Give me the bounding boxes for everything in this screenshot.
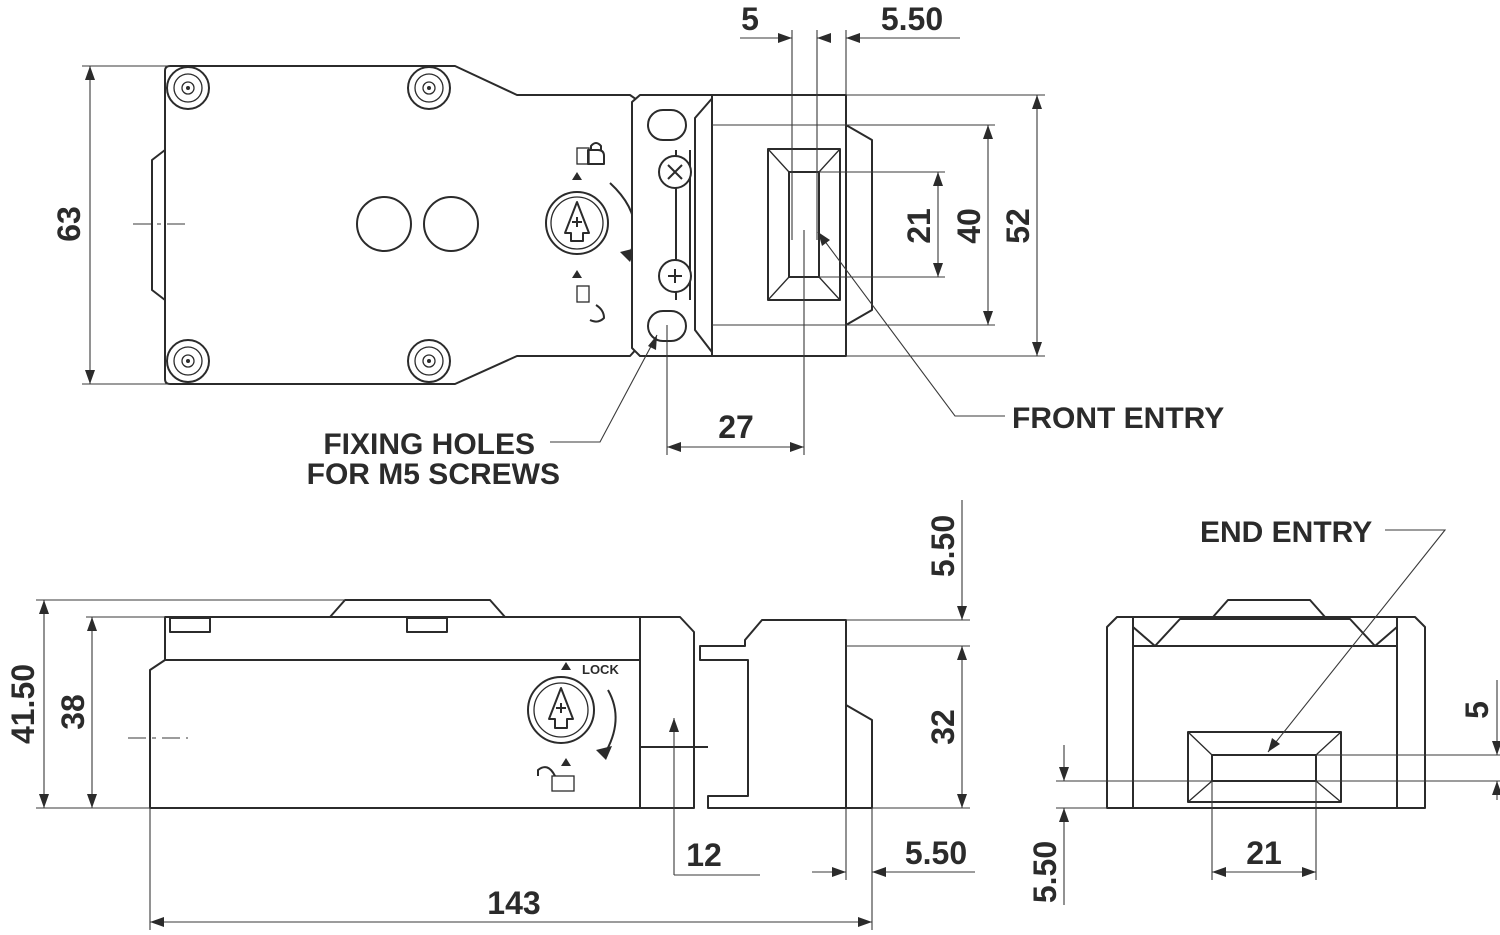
corner-screw-icon [407,339,451,383]
dim-41-50: 41.50 [5,664,41,744]
dim-32: 32 [925,709,961,745]
indicator-window [356,196,412,252]
corner-screw-icon [166,66,210,110]
dim-63: 63 [51,206,87,242]
side-notch [406,617,448,633]
top-left-bump [151,149,166,301]
head-side-lip [845,124,873,326]
dim-40: 40 [951,208,987,244]
side-head [699,619,847,809]
front-entry-label: FRONT ENTRY [1012,402,1224,435]
dim-21-end: 21 [1246,835,1282,871]
dim-12: 12 [686,837,722,873]
dim-38: 38 [55,694,91,730]
indicator-window [423,196,479,252]
dim-5-50-side-right: 5.50 [905,835,967,871]
lock-label: LOCK [582,662,619,677]
side-head-lip [845,704,873,809]
side-top-cap [329,599,506,618]
dim-5: 5 [741,1,759,37]
dim-143: 143 [487,885,540,921]
dim-5-end: 5 [1459,701,1495,719]
end-top-cap [1212,599,1326,618]
dim-5-50-side-top: 5.50 [925,515,961,577]
dim-5-50-end: 5.50 [1027,841,1063,903]
corner-screw-icon [166,339,210,383]
dim-5-50-top: 5.50 [881,1,943,37]
top-view: 63 5 5.50 21 40 52 27 FRONT ENTRY FIXING… [51,1,1224,491]
fixing-holes-label-line2: FOR M5 SCREWS [307,458,560,491]
dim-27: 27 [718,409,754,445]
hinge-screw-icon [658,259,692,293]
dim-21-top: 21 [901,208,937,244]
fixing-holes-label-line1: FIXING HOLES [323,428,535,461]
end-entry-label: END ENTRY [1200,516,1372,549]
side-body-main [149,659,641,809]
locked-padlock-icon [576,142,605,165]
fixing-hole [647,109,687,141]
hinge-screw-icon [658,155,692,189]
side-key-knob-icon [527,662,617,766]
side-notch [169,617,211,633]
end-entry-slot [1211,754,1317,782]
side-unlocked-padlock-icon [537,766,575,792]
end-view: END ENTRY 5 21 5.50 [1027,516,1500,905]
side-body-upper [164,616,641,661]
side-plate [639,616,695,809]
unlocked-padlock-icon [576,285,605,323]
dim-52: 52 [1000,208,1036,244]
side-view: LOCK 41.50 38 5.50 32 12 5.50 14 [5,500,975,930]
corner-screw-icon [407,66,451,110]
